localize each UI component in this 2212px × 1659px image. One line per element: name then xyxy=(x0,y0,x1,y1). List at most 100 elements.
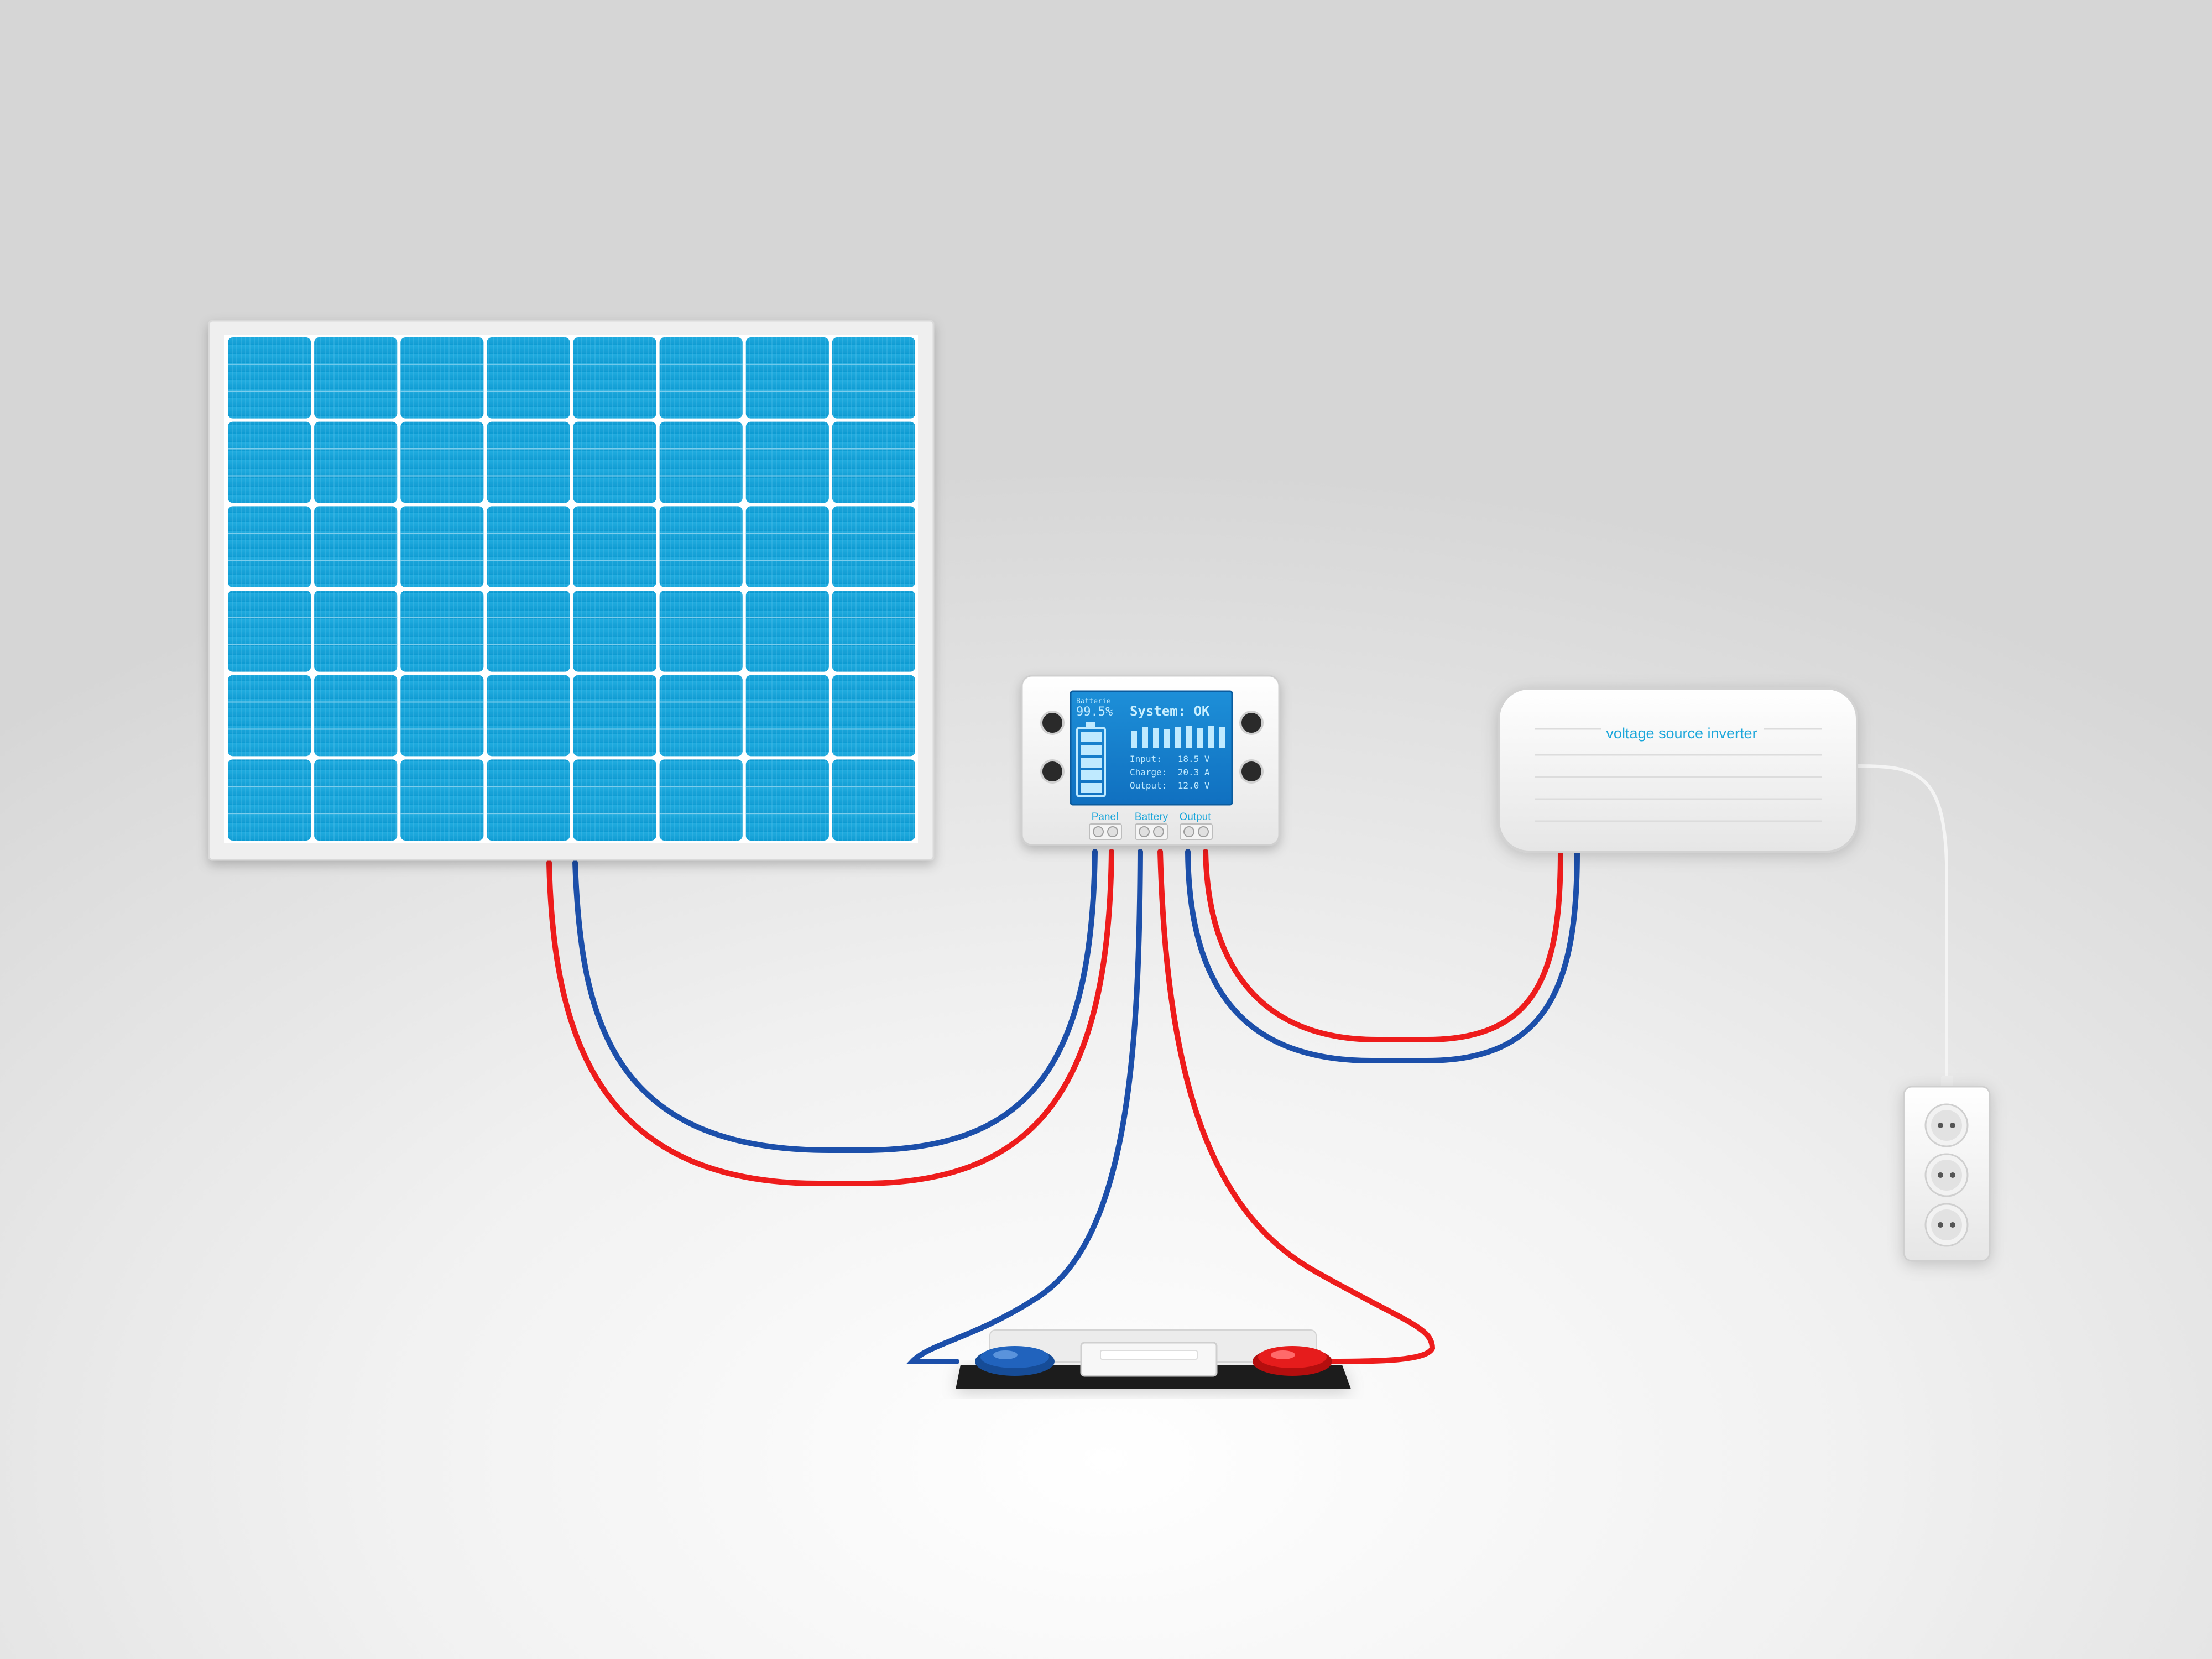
solar-cell xyxy=(745,675,829,757)
solar-cell xyxy=(487,675,570,757)
solar-cell xyxy=(487,759,570,841)
solar-cell xyxy=(745,421,829,503)
solar-cell xyxy=(228,506,311,587)
meter-bar xyxy=(1175,727,1181,748)
display-charge: Charge: 20.3 A xyxy=(1130,767,1210,778)
solar-cell xyxy=(487,421,570,503)
solar-cell xyxy=(573,675,656,757)
port-label-panel: Panel xyxy=(1092,811,1119,823)
meter-bar xyxy=(1164,729,1170,748)
solar-cell xyxy=(832,591,915,672)
voltage-source-inverter: voltage source inverter xyxy=(1498,687,1858,853)
wire-output-negative xyxy=(1185,849,1580,1063)
wire-panel-negative xyxy=(572,849,1098,1153)
display-battery-percent: 99.5% xyxy=(1076,705,1113,719)
wire-inverter-to-socket xyxy=(1856,764,1948,1086)
socket-strip xyxy=(1903,1076,1991,1262)
inverter-vent-slots xyxy=(1535,728,1822,822)
solar-cell xyxy=(228,759,311,841)
meter-bar xyxy=(1186,726,1192,748)
meter-bar xyxy=(1142,727,1148,748)
solar-cell xyxy=(659,506,743,587)
solar-cell xyxy=(832,675,915,757)
solar-cell-grid xyxy=(228,337,915,841)
terminal-port-battery[interactable] xyxy=(1135,823,1168,840)
solar-cell xyxy=(659,759,743,841)
inverter-label: voltage source inverter xyxy=(1606,725,1757,742)
solar-cell xyxy=(487,591,570,672)
solar-cell xyxy=(745,591,829,672)
battery-negative-terminal[interactable] xyxy=(975,1346,1055,1376)
meter-bar xyxy=(1219,727,1225,748)
solar-cell xyxy=(314,759,398,841)
battery-positive-terminal[interactable] xyxy=(1253,1346,1332,1376)
solar-panel xyxy=(208,320,935,861)
charge-controller: Batterie 99.5% System: OK Input: 18.5 V … xyxy=(1021,675,1280,846)
solar-cell xyxy=(573,759,656,841)
solar-cell xyxy=(314,591,398,672)
mounting-hole xyxy=(1040,759,1065,784)
solar-cell xyxy=(659,421,743,503)
port-label-output: Output xyxy=(1179,811,1211,823)
solar-cell xyxy=(832,506,915,587)
solar-cell xyxy=(745,337,829,419)
display-battery-label: Batterie xyxy=(1076,697,1111,706)
port-label-battery: Battery xyxy=(1135,811,1168,823)
solar-cell xyxy=(745,759,829,841)
controller-display: Batterie 99.5% System: OK Input: 18.5 V … xyxy=(1070,690,1233,806)
solar-cell xyxy=(487,337,570,419)
socket-outlets xyxy=(1924,1103,1969,1247)
solar-cell xyxy=(228,675,311,757)
solar-cell xyxy=(400,506,484,587)
solar-cell xyxy=(314,506,398,587)
mounting-hole xyxy=(1239,759,1264,784)
solar-cell xyxy=(228,337,311,419)
socket-outlet[interactable] xyxy=(1924,1103,1969,1147)
mounting-hole xyxy=(1040,711,1065,735)
solar-cell xyxy=(487,506,570,587)
meter-bar xyxy=(1197,728,1203,748)
solar-cell xyxy=(314,675,398,757)
solar-cell xyxy=(832,337,915,419)
meter-bar xyxy=(1208,726,1214,748)
signal-bar-meter xyxy=(1131,726,1225,748)
solar-cell xyxy=(573,337,656,419)
wire-output-positive xyxy=(1203,849,1563,1042)
meter-bar xyxy=(1153,728,1159,748)
battery xyxy=(956,1329,1351,1389)
solar-cell xyxy=(573,421,656,503)
solar-cell xyxy=(745,506,829,587)
solar-cell xyxy=(400,591,484,672)
solar-cell xyxy=(314,337,398,419)
meter-bar xyxy=(1131,731,1137,748)
solar-cell xyxy=(659,337,743,419)
solar-cell xyxy=(573,591,656,672)
terminal-port-output[interactable] xyxy=(1180,823,1213,840)
solar-cell xyxy=(832,421,915,503)
solar-cell xyxy=(228,421,311,503)
display-input: Input: 18.5 V xyxy=(1130,754,1210,764)
solar-cell xyxy=(659,591,743,672)
solar-cell xyxy=(400,337,484,419)
solar-cell xyxy=(573,506,656,587)
wire-panel-positive xyxy=(546,849,1114,1186)
socket-outlet[interactable] xyxy=(1924,1203,1969,1247)
display-output: Output: 12.0 V xyxy=(1130,780,1210,791)
wire-battery-negative xyxy=(906,849,1143,1364)
terminal-port-panel[interactable] xyxy=(1089,823,1122,840)
mounting-hole xyxy=(1239,711,1264,735)
solar-cell xyxy=(228,591,311,672)
socket-outlet[interactable] xyxy=(1924,1153,1969,1197)
solar-cell xyxy=(400,759,484,841)
wires xyxy=(546,764,1948,1364)
mounting-holes xyxy=(1040,711,1264,784)
battery-level-icon xyxy=(1076,722,1106,797)
solar-cell xyxy=(400,675,484,757)
display-system-status: System: OK xyxy=(1130,703,1210,719)
solar-cell xyxy=(659,675,743,757)
solar-cell xyxy=(832,759,915,841)
solar-cell xyxy=(314,421,398,503)
wire-battery-positive xyxy=(1157,849,1436,1364)
solar-cell xyxy=(400,421,484,503)
